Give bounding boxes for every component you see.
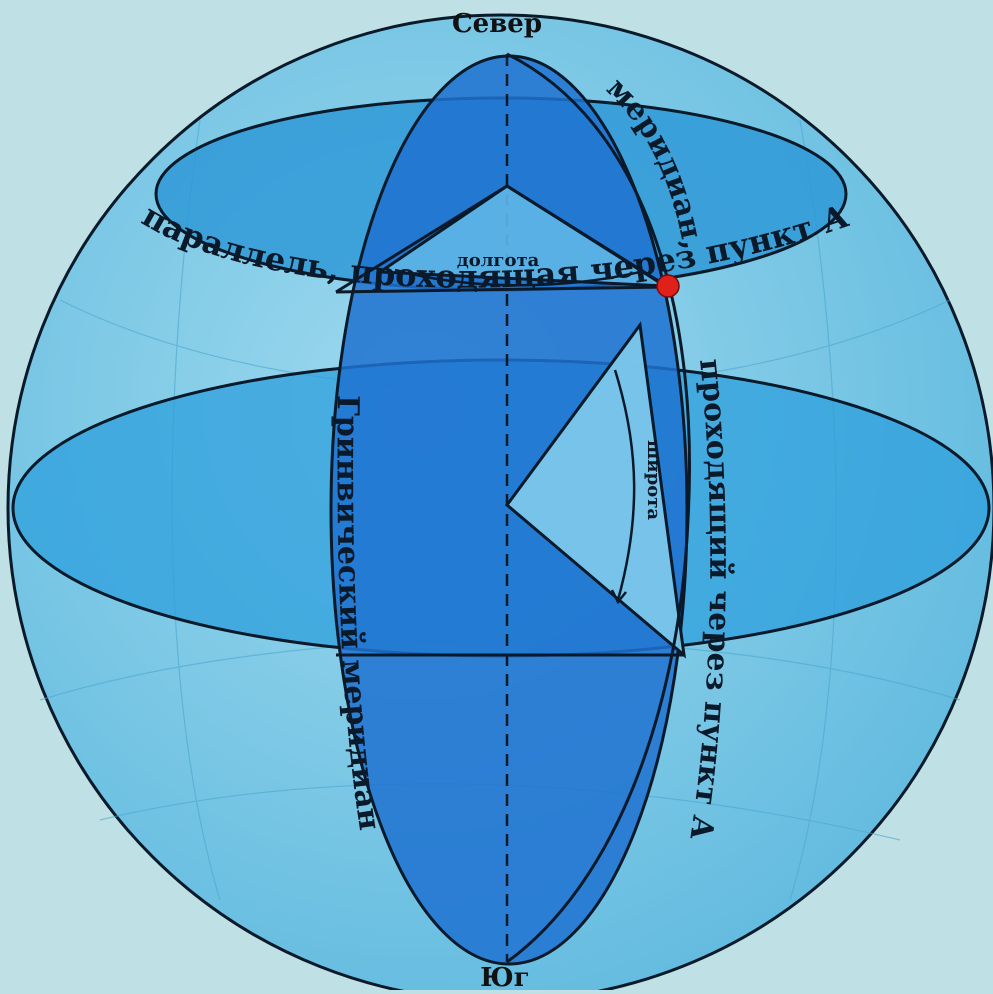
latitude-label: широта — [643, 440, 664, 520]
south-label: Юг — [480, 963, 529, 990]
north-label: Север — [452, 9, 542, 39]
